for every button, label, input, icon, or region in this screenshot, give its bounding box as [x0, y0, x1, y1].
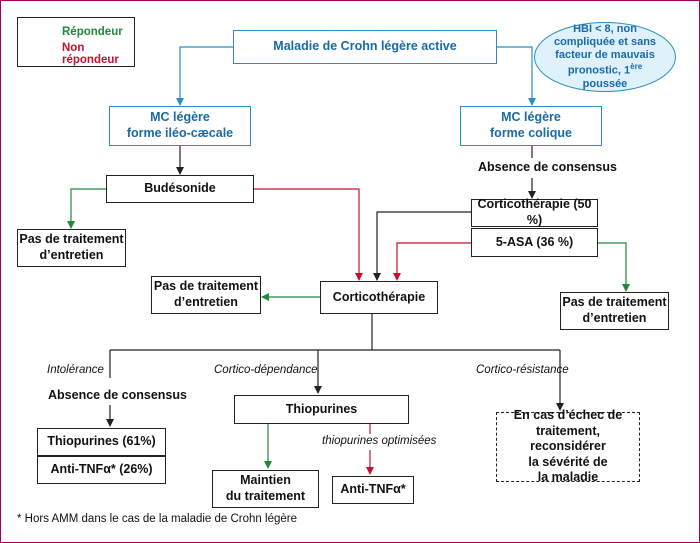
arrow-asa-to-cortico	[393, 242, 471, 281]
node-anti-tnf-26: Anti-TNFα* (26%)	[37, 456, 166, 484]
node-root: Maladie de Crohn légère active	[233, 30, 497, 64]
node-thiopurines: Thiopurines	[234, 395, 409, 424]
node-thiopurines-61: Thiopurines (61%)	[37, 428, 166, 456]
hbi-line-4: pronostic, 1	[567, 64, 631, 77]
label-absence-consensus-bottom: Absence de consensus	[48, 388, 187, 402]
node-echec-traitement: En cas d’échec de traitement, reconsidér…	[496, 408, 640, 484]
node-corticotherapie: Corticothérapie	[320, 281, 438, 314]
label-intolerance: Intolérance	[47, 364, 104, 376]
node-corticotherapie-50: Corticothérapie (50 %)	[471, 197, 598, 227]
node-no-maintenance-left: Pas de traitement d’entretien	[17, 229, 126, 267]
legend-responder-label: Répondeur	[62, 26, 123, 38]
arrow-cortico50-to-cortico	[373, 211, 471, 281]
node-no-maintenance-right: Pas de traitement d’entretien	[560, 292, 669, 330]
hbi-line-1: HBI < 8, non	[573, 22, 637, 35]
arrow-budesonide-to-cortico	[254, 188, 363, 281]
arrow-root-to-colique	[497, 46, 536, 106]
hbi-line-3: facteur de mauvais	[555, 49, 655, 62]
label-thiopurines-optimisees: thiopurines optimisées	[322, 435, 437, 447]
legend-item-non-responder: Non répondeur	[58, 42, 134, 66]
node-budesonide: Budésonide	[106, 175, 254, 203]
arrow-root-to-ileo	[176, 46, 233, 106]
hbi-superscript: ère	[630, 62, 643, 72]
label-cortico-dependance: Cortico-dépendance	[214, 364, 318, 376]
legend-item-responder: Répondeur	[58, 25, 123, 39]
legend-non-responder-label: Non répondeur	[62, 42, 119, 66]
node-anti-tnf: Anti-TNFα*	[332, 476, 414, 504]
label-cortico-resistance: Cortico-résistance	[476, 364, 569, 376]
node-maintien-traitement: Maintien du traitement	[212, 470, 319, 508]
node-mc-colique: MC légère forme colique	[460, 106, 602, 146]
legend: Répondeur Non répondeur	[17, 17, 135, 67]
hbi-line-5: poussée	[582, 78, 628, 91]
node-no-maintenance-mid: Pas de traitement d’entretien	[151, 276, 261, 314]
node-5-asa-36: 5-ASA (36 %)	[471, 228, 598, 257]
node-mc-ileo-caecale: MC légère forme iléo-cæcale	[109, 106, 251, 146]
hbi-criteria-ellipse: HBI < 8, non compliquée et sans facteur …	[534, 22, 676, 92]
arrow-asa-to-no-maint	[598, 242, 630, 292]
hbi-line-2: compliquée et sans	[553, 35, 657, 48]
arrow-budesonide-to-no-maint	[67, 188, 106, 229]
footnote: * Hors AMM dans le cas de la maladie de …	[17, 513, 297, 525]
label-absence-consensus-top: Absence de consensus	[478, 160, 617, 174]
